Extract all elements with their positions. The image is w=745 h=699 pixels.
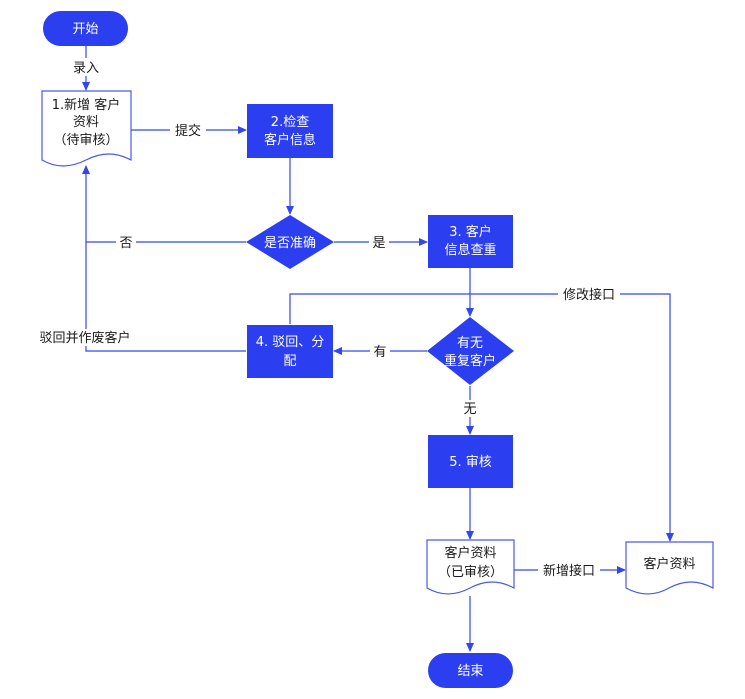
- node-dedupe[interactable]: 3. 客户 信息查重: [428, 215, 513, 268]
- node-duplicate-line2: 重复客户: [444, 353, 496, 369]
- node-reject-line2: 配: [283, 354, 296, 369]
- node-new-client-line1: 1.新增 客户: [52, 97, 121, 113]
- node-check-line2: 客户信息: [264, 132, 316, 148]
- node-check-line1: 2.检查: [271, 115, 309, 130]
- label-none: 无: [463, 402, 476, 417]
- node-review[interactable]: 5. 审核: [428, 435, 513, 488]
- node-client-reviewed[interactable]: 客户资料 （已审核）: [426, 539, 515, 595]
- label-yes: 是: [372, 236, 385, 251]
- node-check[interactable]: 2.检查 客户信息: [247, 104, 333, 158]
- label-no: 否: [119, 236, 132, 251]
- node-duplicate[interactable]: 有无 重复客户: [427, 317, 514, 385]
- node-new-client-line3: （待审核）: [53, 133, 118, 148]
- node-new-client-line2: 资料: [73, 115, 99, 130]
- label-submit: 提交: [175, 123, 201, 139]
- node-start-text: 开始: [72, 22, 98, 37]
- node-reject[interactable]: 4. 驳回、分 配: [247, 325, 333, 378]
- node-client-data-text: 客户资料: [643, 556, 695, 572]
- edge-labels: 录入 提交 否 是 修改接口 有 驳回并作废客户 无 新增接口: [32, 58, 620, 579]
- node-end[interactable]: 结束: [428, 653, 513, 688]
- label-has: 有: [373, 345, 386, 360]
- edge-reject-void: [85, 242, 246, 352]
- node-client-reviewed-line1: 客户资料: [444, 545, 496, 561]
- label-new-api: 新增接口: [543, 563, 595, 579]
- node-client-reviewed-line2: （已审核）: [438, 565, 503, 580]
- node-new-client[interactable]: 1.新增 客户 资料 （待审核）: [41, 90, 132, 167]
- edge-accurate-no: [82, 165, 246, 243]
- node-accurate[interactable]: 是否准确: [246, 215, 334, 269]
- node-dedupe-line1: 3. 客户: [449, 224, 492, 240]
- node-dedupe-line2: 信息查重: [444, 242, 496, 258]
- label-enter: 录入: [73, 61, 99, 76]
- connectors: [82, 46, 674, 652]
- edge-modify-api: [289, 293, 674, 542]
- label-reject-void: 驳回并作废客户: [39, 330, 130, 346]
- node-start[interactable]: 开始: [43, 11, 128, 46]
- node-accurate-text: 是否准确: [264, 236, 316, 251]
- node-duplicate-line1: 有无: [457, 336, 483, 351]
- label-modify-api: 修改接口: [563, 287, 615, 303]
- node-review-text: 5. 审核: [449, 455, 492, 470]
- node-reject-line1: 4. 驳回、分: [256, 335, 325, 350]
- node-end-text: 结束: [457, 664, 483, 679]
- node-client-data[interactable]: 客户资料: [625, 541, 714, 595]
